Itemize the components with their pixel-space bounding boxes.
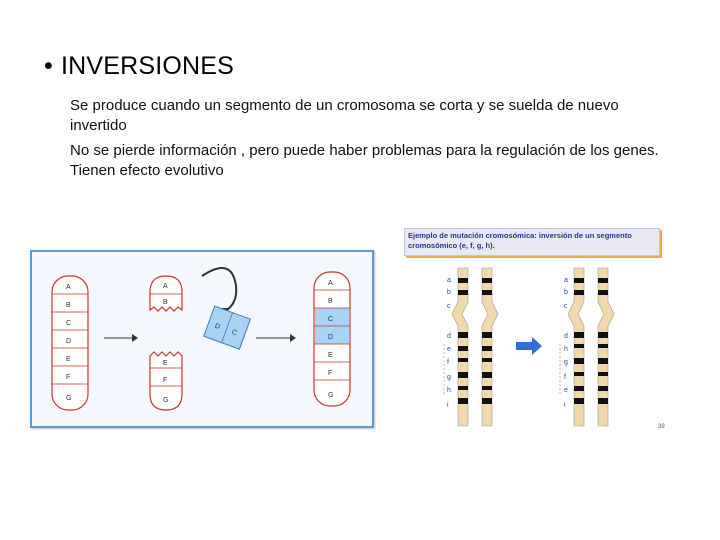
band-label: C bbox=[231, 329, 238, 337]
band-label: a bbox=[564, 277, 568, 284]
title-text: INVERSIONES bbox=[60, 52, 235, 80]
band-label: E bbox=[66, 356, 71, 363]
banded-chromosome-svg: a b c d e f g h i bbox=[443, 267, 665, 430]
band-label: B bbox=[328, 298, 333, 305]
band-label: f bbox=[447, 359, 449, 366]
chromosome-broken-top: A B bbox=[149, 275, 183, 312]
arrow-icon bbox=[104, 334, 138, 342]
arrow-right-icon bbox=[516, 337, 542, 355]
chromosome-result: A B C D E F G bbox=[313, 271, 351, 407]
band-label: b bbox=[564, 289, 568, 296]
chromosome-after: a b c d h g f e i bbox=[559, 267, 615, 427]
band-label: h bbox=[447, 387, 451, 394]
band-label: g bbox=[564, 359, 568, 366]
band-label: C bbox=[66, 320, 71, 327]
bullet: • bbox=[44, 52, 53, 80]
band-label: a bbox=[447, 277, 451, 284]
chromosome-before: a b c d e f g h i bbox=[443, 267, 499, 427]
band-label: f bbox=[564, 374, 566, 381]
band-label: e bbox=[447, 346, 451, 353]
band-label: C bbox=[328, 316, 333, 323]
band-label: A bbox=[163, 283, 168, 290]
band-label: b bbox=[447, 289, 451, 296]
band-label: d bbox=[564, 333, 568, 340]
slide-title: •INVERSIONES bbox=[44, 52, 234, 81]
band-label: h bbox=[564, 346, 568, 353]
band-label: A bbox=[328, 280, 333, 287]
band-label: F bbox=[163, 377, 167, 384]
arrow-icon bbox=[256, 334, 296, 342]
inversion-diagram: A B C D E F G A B bbox=[30, 250, 374, 428]
band-label: D bbox=[214, 323, 221, 331]
band-label: g bbox=[447, 374, 451, 381]
band-label: B bbox=[66, 302, 71, 309]
paragraph-effect: No se pierde información , pero puede ha… bbox=[70, 142, 659, 179]
band-label: G bbox=[163, 397, 168, 404]
band-label: c bbox=[447, 303, 451, 310]
band-label: i bbox=[447, 402, 449, 409]
band-label: d bbox=[447, 333, 451, 340]
chromosome-original: A B C D E F G bbox=[51, 275, 89, 411]
band-label: c bbox=[564, 303, 568, 310]
band-label: E bbox=[328, 352, 333, 359]
band-label: e bbox=[564, 387, 568, 394]
inversion-diagram-svg: A B C D E F G A B bbox=[51, 267, 351, 411]
band-label: F bbox=[328, 370, 332, 377]
band-label: D bbox=[66, 338, 71, 345]
inverted-fragment: D C bbox=[203, 305, 252, 350]
band-label: i bbox=[564, 402, 566, 409]
band-label: D bbox=[328, 334, 333, 341]
page-number: 39 bbox=[658, 424, 665, 430]
band-label: G bbox=[328, 392, 333, 399]
band-label: F bbox=[66, 374, 70, 381]
chromosome-broken-bottom: E F G bbox=[149, 351, 183, 411]
band-label: B bbox=[163, 299, 168, 306]
band-label: E bbox=[163, 360, 168, 367]
figure-caption-box: Ejemplo de mutación cromosómica: inversi… bbox=[404, 228, 660, 256]
paragraph-definition: Se produce cuando un segmento de un crom… bbox=[70, 97, 619, 134]
band-label: G bbox=[66, 395, 71, 402]
band-label: A bbox=[66, 284, 71, 291]
figure-caption: Ejemplo de mutación cromosómica: inversi… bbox=[408, 231, 632, 250]
banded-chromosome-figure: a b c d e f g h i bbox=[400, 262, 680, 439]
